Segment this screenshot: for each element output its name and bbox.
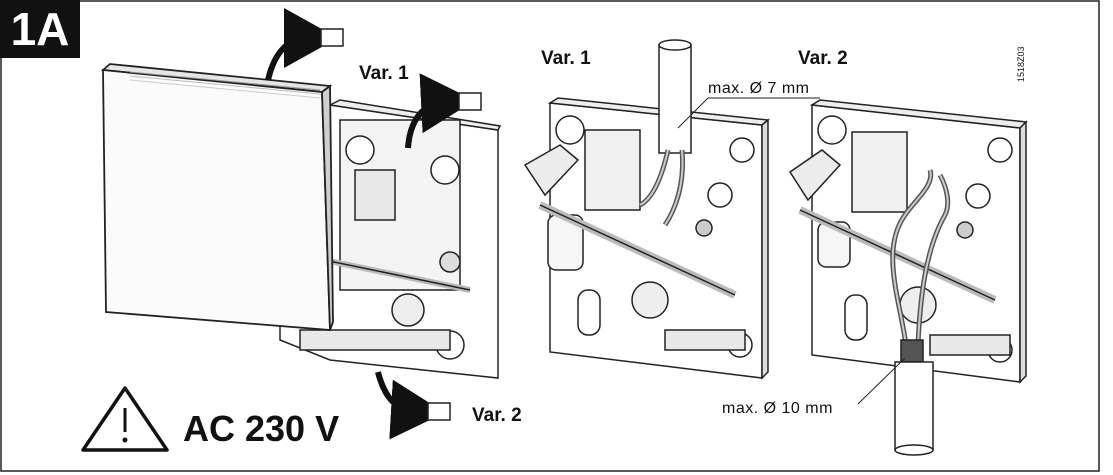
leader-max7 <box>677 97 709 129</box>
breakout-tab-bottom <box>427 402 451 421</box>
breakout-tab-mid <box>458 92 482 111</box>
base-plate-var2 <box>788 99 1028 384</box>
base-plate-left <box>279 99 502 379</box>
warning-triangle-icon <box>81 386 169 452</box>
arrow-base-var1 <box>405 73 475 149</box>
base-plate-var1 <box>523 97 770 380</box>
label-var2-cover: Var. 2 <box>472 405 522 426</box>
leader-max10 <box>857 357 906 405</box>
figure-id-badge: 1A <box>0 0 80 58</box>
label-var2-title: Var. 2 <box>798 48 848 69</box>
cable-top-var1 <box>638 39 692 227</box>
drawing-code: 1518Z03 <box>1016 46 1026 82</box>
breakout-tab-top <box>320 28 344 47</box>
warning-voltage: AC 230 V <box>183 408 340 449</box>
label-max-7mm: max. Ø 7 mm <box>708 80 810 97</box>
arrow-base-var2 <box>375 371 445 440</box>
label-var1-title: Var. 1 <box>541 48 591 69</box>
cover-housing <box>100 63 334 331</box>
label-max-10mm: max. Ø 10 mm <box>722 400 833 417</box>
cable-bottom-var2 <box>890 169 951 456</box>
arrow-cover-var1 <box>265 8 338 81</box>
label-var1-cover: Var. 1 <box>359 63 409 84</box>
